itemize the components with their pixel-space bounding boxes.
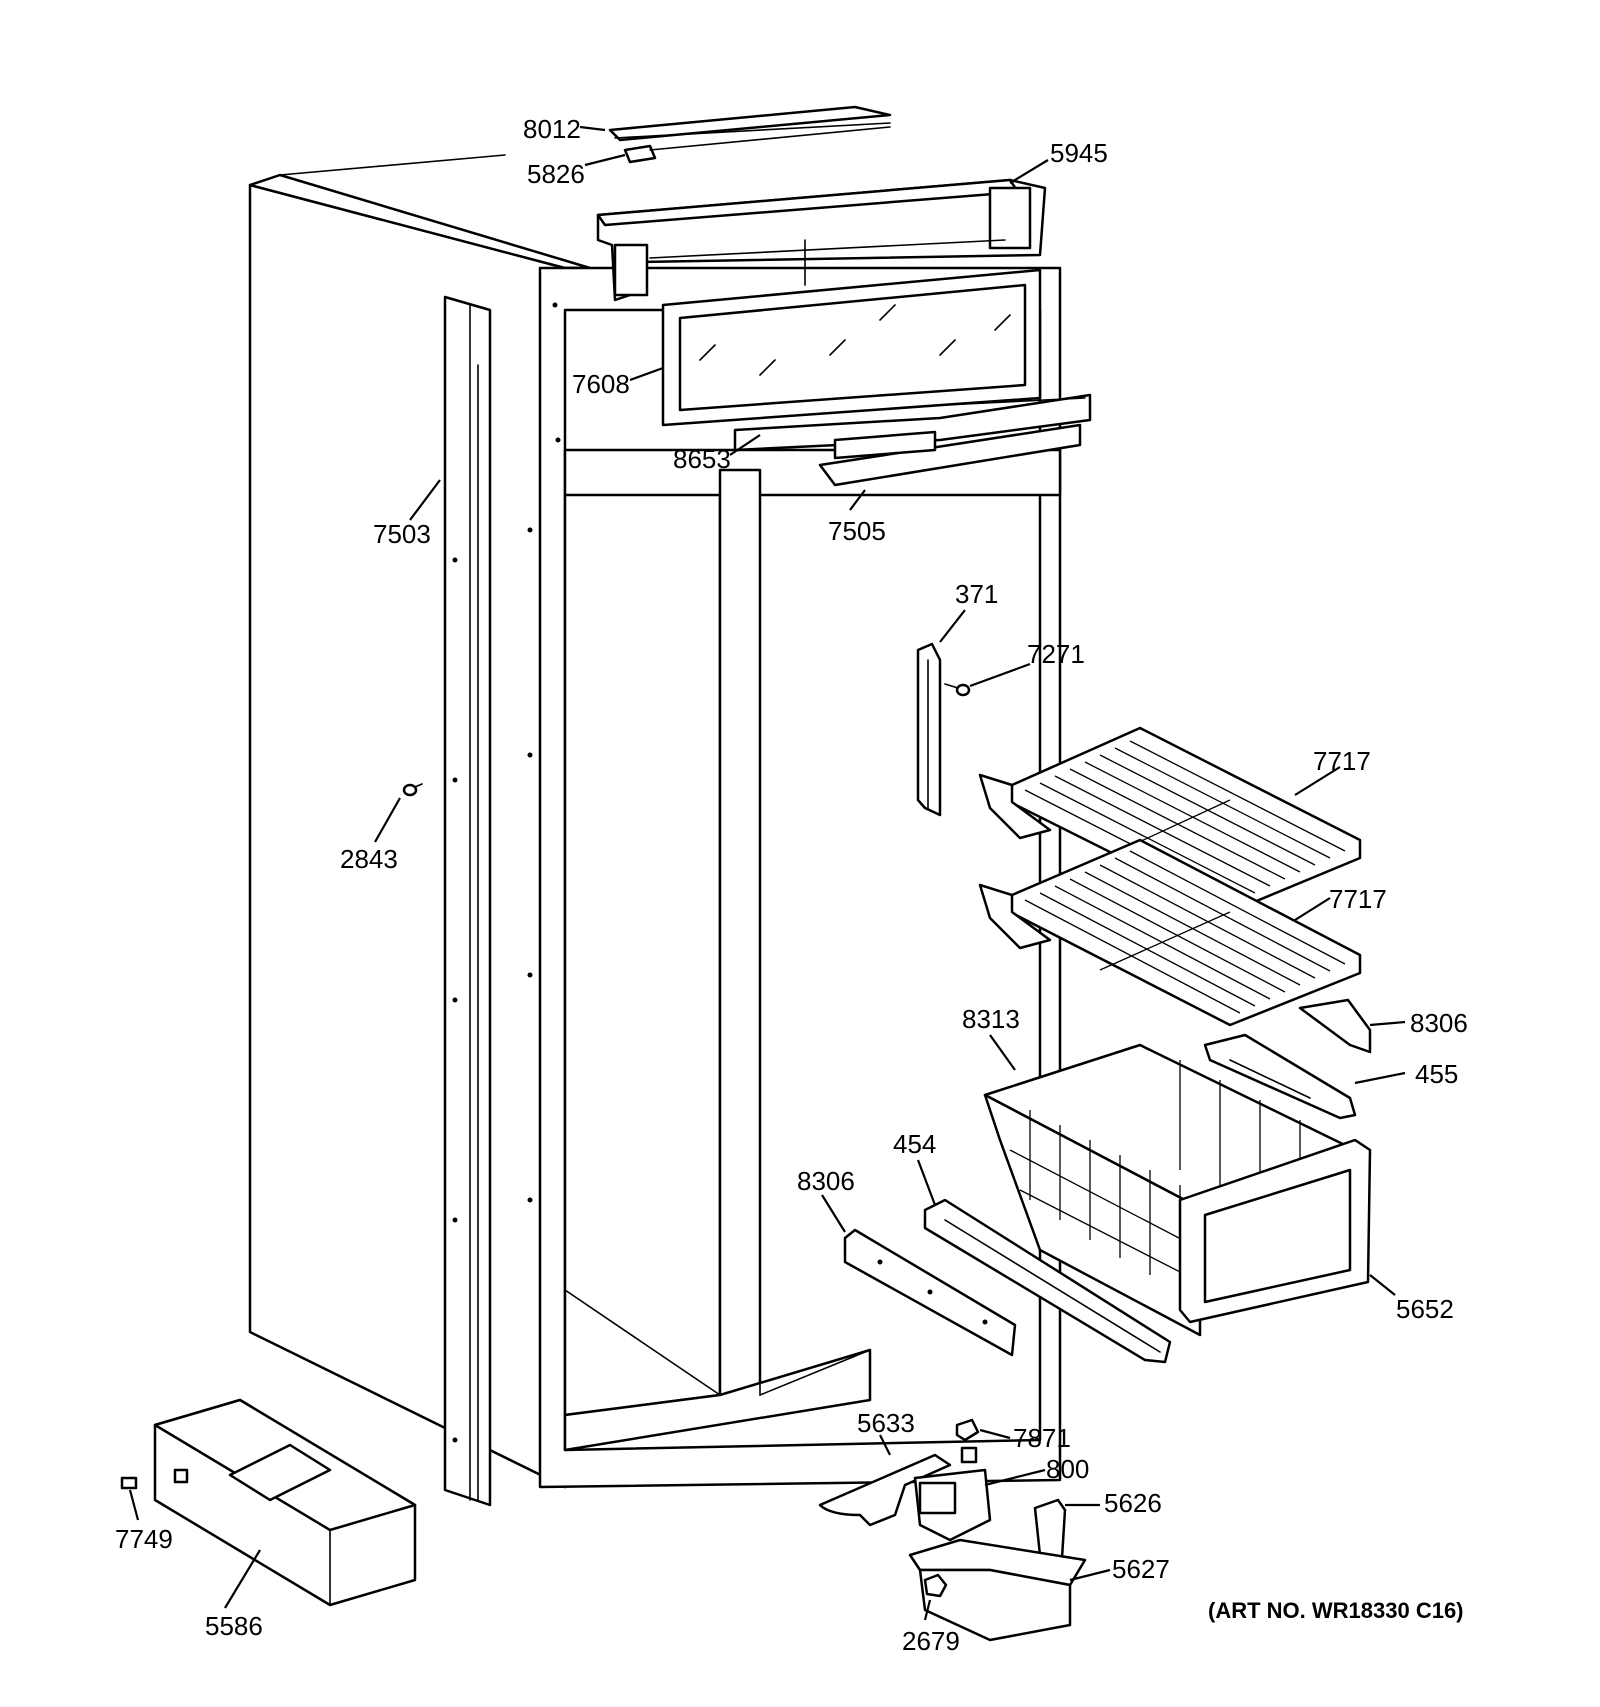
rail-8306-upper	[1298, 998, 1372, 1054]
label-8012: 8012	[523, 114, 581, 144]
screw-7271	[944, 683, 971, 697]
control-box-5586	[153, 1398, 417, 1607]
nut-7871	[955, 1418, 980, 1464]
label-7871: 7871	[1013, 1423, 1071, 1453]
drawer-front-5652	[1178, 1138, 1372, 1324]
label-5633: 5633	[857, 1408, 915, 1438]
label-454: 454	[893, 1129, 936, 1159]
cabinet-case	[248, 154, 1062, 1489]
gasket-5826	[623, 126, 891, 164]
label-7608: 7608	[572, 369, 630, 399]
label-371: 371	[955, 579, 998, 609]
label-2843: 2843	[340, 844, 398, 874]
leader-lines	[128, 125, 1406, 1621]
label-7717-upper: 7717	[1313, 746, 1371, 776]
label-5945: 5945	[1050, 138, 1108, 168]
label-7503: 7503	[373, 519, 431, 549]
label-5652: 5652	[1396, 1294, 1454, 1324]
rail-8306-lower	[843, 1228, 1017, 1357]
plug-7749	[120, 1476, 138, 1490]
label-5826: 5826	[527, 159, 585, 189]
label-800: 800	[1046, 1454, 1089, 1484]
shelf-7717-upper	[978, 726, 1362, 914]
trim-strip-7503	[443, 295, 492, 1507]
label-455: 455	[1415, 1059, 1458, 1089]
label-7505: 7505	[828, 516, 886, 546]
label-5586: 5586	[205, 1611, 263, 1641]
label-8653: 8653	[673, 444, 731, 474]
light-shield-7608	[661, 268, 1042, 427]
shelf-7717-lower	[978, 838, 1362, 1027]
label-7717-lower: 7717	[1329, 884, 1387, 914]
trim-7505	[818, 423, 1082, 487]
basket-8313	[983, 1043, 1357, 1337]
pan-5627	[908, 1538, 1087, 1642]
top-trim-8012	[608, 105, 892, 142]
valve-800	[913, 1468, 992, 1542]
label-5627: 5627	[1112, 1554, 1170, 1584]
screw-2843	[402, 783, 423, 797]
label-8306-upper: 8306	[1410, 1008, 1468, 1038]
art-number: (ART NO. WR18330 C16)	[1208, 1598, 1464, 1623]
label-5626: 5626	[1104, 1488, 1162, 1518]
grille-8653	[733, 393, 1092, 452]
slide-454	[923, 1198, 1172, 1364]
light-housing-5945	[596, 178, 1047, 302]
label-2679: 2679	[902, 1626, 960, 1656]
label-8306-lower: 8306	[797, 1166, 855, 1196]
part-labels: 8012 5826 5945 7608 8653 7505 7503 371 7…	[115, 114, 1468, 1656]
label-7749: 7749	[115, 1524, 173, 1554]
fitting-2679	[923, 1573, 948, 1598]
label-7271: 7271	[1027, 639, 1085, 669]
label-8313: 8313	[962, 1004, 1020, 1034]
rail-455	[1203, 1033, 1357, 1120]
shelf-support-371	[916, 642, 942, 817]
